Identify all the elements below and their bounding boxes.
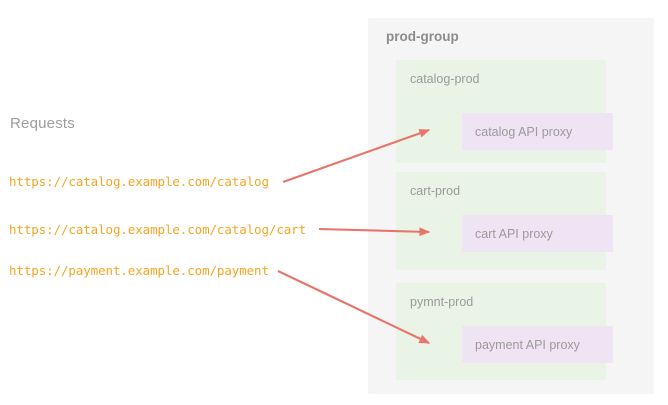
proxy-box-cart-api-proxy: cart API proxy [462,215,613,252]
request-url-catalog: https://catalog.example.com/catalog [9,174,269,189]
environment-catalog-prod: catalog-prod catalog API proxy [396,60,613,163]
proxy-box-payment-api-proxy: payment API proxy [462,326,613,363]
environment-cart-prod: cart-prod cart API proxy [396,172,613,270]
prod-group-title: prod-group [386,29,459,44]
environment-label-pymnt-prod: pymnt-prod [410,295,474,309]
request-url-payment: https://payment.example.com/payment [9,263,269,278]
requests-section: Requests https://catalog.example.com/cat… [9,115,307,278]
environment-label-catalog-prod: catalog-prod [410,72,480,86]
requests-heading: Requests [10,115,75,132]
proxy-label-payment-api-proxy: payment API proxy [475,337,580,352]
request-url-catalog-cart: https://catalog.example.com/catalog/cart [9,222,307,237]
proxy-label-cart-api-proxy: cart API proxy [475,226,553,241]
prod-group-panel: prod-group catalog-prod catalog API prox… [368,18,654,394]
proxy-box-catalog-api-proxy: catalog API proxy [462,113,613,150]
environment-label-cart-prod: cart-prod [410,184,461,198]
environment-pymnt-prod: pymnt-prod payment API proxy [396,283,613,380]
proxy-label-catalog-api-proxy: catalog API proxy [475,124,573,139]
